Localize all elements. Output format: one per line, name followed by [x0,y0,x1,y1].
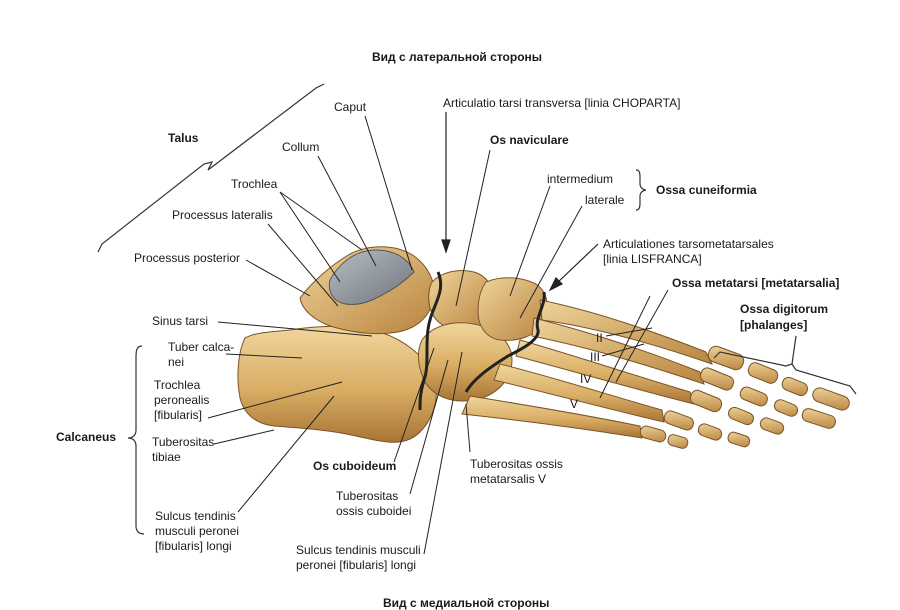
label-tuber-calcanei-1: Tuber calca- [168,340,235,354]
cuneiform-bones [477,277,548,341]
calcaneus-bone [237,326,437,443]
label-tuber-calcanei-2: nei [168,355,185,369]
label-metatarsal-iii: III [590,350,601,364]
label-tuberositas-metatarsalis-1: Tuberositas ossis [470,457,563,471]
label-sulcus-longi-3: [fibularis] longi [155,539,232,553]
label-metatarsal-v: V [570,397,579,411]
label-os-naviculare: Os naviculare [490,133,569,147]
label-talus: Talus [168,131,199,145]
label-sulcus-longi-1: Sulcus tendinis [155,509,236,523]
label-ossa-digitorum-2: [phalanges] [740,318,808,332]
label-articulationes-1: Articulationes tarsometatarsales [603,237,774,251]
label-trochlea-peronealis-2: peronealis [154,393,210,407]
label-metatarsal-ii: II [596,331,603,345]
arrows [441,112,599,292]
calcaneus-bracket [127,345,145,535]
top-view-title: Вид с латеральной стороны [372,50,543,64]
label-tuberositas-tibiae-1: Tuberositas [152,435,215,449]
trochlea-cartilage [328,249,415,305]
brackets [97,83,857,535]
label-trochlea: Trochlea [231,177,278,191]
lisfranca-joint-line [464,291,546,393]
label-ossa-metatarsi: Ossa metatarsi [metatarsalia] [672,276,840,290]
label-sulcus-longi-2: musculi peronei [155,524,240,538]
bottom-view-title: Вид с медиальной стороны [383,596,550,610]
label-articulationes-2: [linia LISFRANCA] [603,252,702,266]
label-processus-posterior: Processus posterior [134,251,241,265]
talus-bracket [97,83,325,253]
label-processus-lateralis: Processus lateralis [172,208,273,222]
digitorum-pointer [791,335,797,365]
label-sinus-tarsi: Sinus tarsi [152,314,209,328]
leader-lines [207,115,669,555]
choparta-joint-line [418,271,443,411]
label-trochlea-peronealis-3: [fibularis] [154,408,203,422]
cuneiformia-bracket [635,169,647,211]
phalanx-bones [639,345,850,449]
label-laterale: laterale [585,193,625,207]
label-collum: Collum [282,140,320,154]
label-ossa-digitorum-1: Ossa digitorum [740,302,829,316]
label-ossa-cuneiformia: Ossa cuneiformia [656,183,757,197]
label-tuberositas-cuboidei-2: ossis cuboidei [336,504,412,518]
label-trochlea-peronealis-1: Trochlea [154,378,201,392]
label-tuberositas-tibiae-2: tibiae [152,450,181,464]
joint-lines [418,271,546,411]
label-os-cuboideum: Os cuboideum [313,459,397,473]
label-calcaneus: Calcaneus [56,430,117,444]
label-tuberositas-metatarsalis-2: metatarsalis V [470,472,547,486]
label-articulatio-choparta: Articulatio tarsi transversa [linia CHOP… [443,96,681,110]
label-intermedium: intermedium [547,172,614,186]
metatarsal-bones [461,299,713,439]
label-sulcus-musculi-2: peronei [fibularis] longi [296,558,417,572]
label-caput: Caput [334,100,367,114]
label-tuberositas-cuboidei-1: Tuberositas [336,489,399,503]
label-metatarsal-iv: IV [580,372,592,386]
label-sulcus-musculi-1: Sulcus tendinis musculi [296,543,421,557]
